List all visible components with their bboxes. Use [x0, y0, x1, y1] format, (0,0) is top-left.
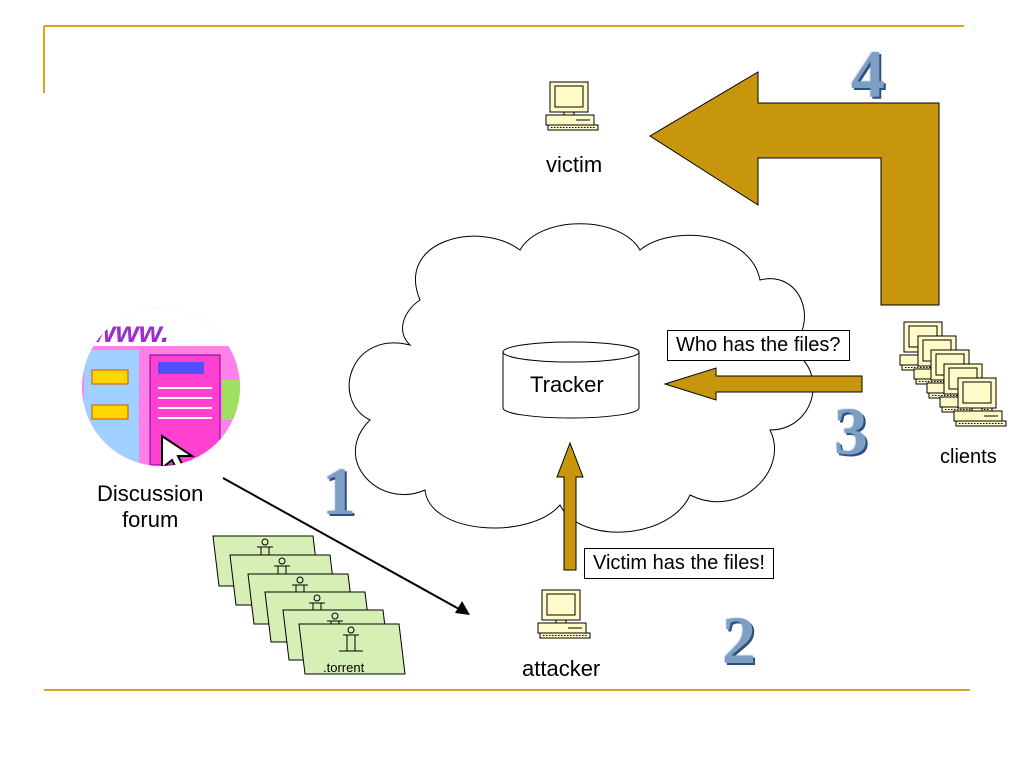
forum-www-icon: www.	[82, 308, 240, 466]
arrow-step-3	[663, 367, 863, 401]
step-number-1: 1	[322, 453, 356, 529]
step-number-3: 3	[834, 393, 868, 469]
tracker-database-icon	[502, 341, 640, 419]
victim-computer-icon	[545, 81, 599, 131]
tracker-label: Tracker	[530, 372, 604, 397]
torrent-files-stack	[212, 535, 406, 675]
clients-label: clients	[940, 446, 997, 468]
step-number-2: 2	[722, 602, 756, 678]
arrow-step-1	[222, 477, 470, 615]
victim-has-files-message: Victim has the files!	[584, 548, 774, 579]
torrent-file-label: .torrent	[323, 660, 365, 675]
attacker-computer-icon	[537, 589, 591, 639]
victim-label: victim	[546, 152, 603, 177]
clients-computers-icon	[899, 321, 1007, 427]
arrow-step-2	[556, 441, 584, 571]
forum-label: Discussion forum	[97, 481, 204, 532]
step-number-4: 4	[851, 36, 885, 112]
attacker-label: attacker	[522, 656, 601, 681]
arrow-step-4	[649, 71, 940, 306]
who-has-files-message: Who has the files?	[667, 330, 850, 361]
svg-text:www.: www.	[92, 316, 169, 349]
